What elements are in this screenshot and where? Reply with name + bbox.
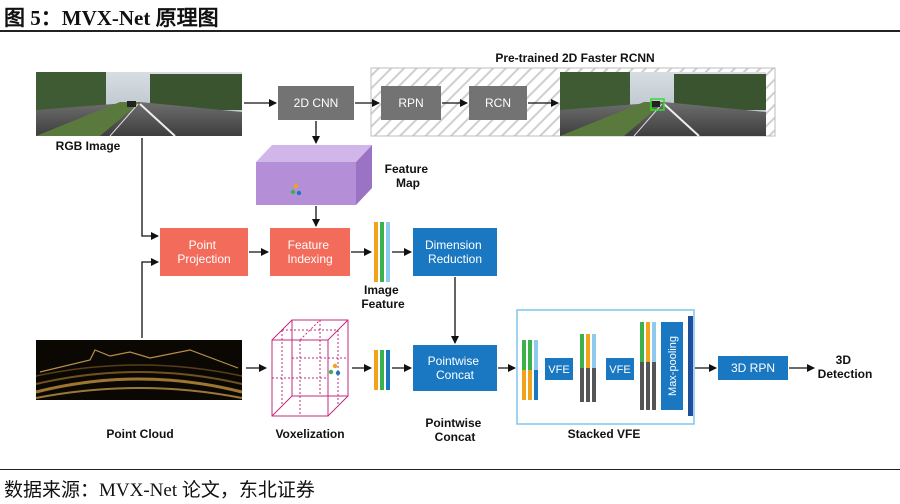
- point-projection-label: Point Projection: [177, 238, 230, 266]
- rgb-image-label: RGB Image: [56, 139, 121, 153]
- page-title: 图 5：MVX-Net 原理图: [4, 6, 219, 30]
- dimension-reduction-label: Dimension Reduction: [425, 238, 485, 266]
- image-feature-bars: [374, 222, 390, 282]
- detection-bounding-box: [650, 98, 665, 111]
- voxel-points: [328, 363, 341, 376]
- cnn-2d-label: 2D CNN: [294, 96, 339, 110]
- feature-indexing-label: Feature Indexing: [287, 238, 332, 266]
- point-projection-box: [160, 228, 248, 276]
- max-pooling-output-bar: [688, 316, 693, 416]
- voxel-grid: [271, 319, 349, 417]
- feature-map-label: Feature Map: [385, 162, 432, 190]
- point-cloud-image: [35, 340, 243, 400]
- vfe-box-1: [545, 358, 573, 380]
- vfe-label-1: VFE: [548, 364, 569, 376]
- vfe-stage1-bars: [522, 340, 538, 400]
- rgb-image: [36, 72, 242, 137]
- voxelization-label: Voxelization: [275, 427, 344, 441]
- rcn-label: RCN: [485, 96, 511, 110]
- vfe-box-2: [606, 358, 634, 380]
- pointwise-concat-box: [413, 345, 497, 391]
- max-pooling-box: [661, 322, 683, 410]
- voxel-feature-bars: [374, 350, 390, 390]
- source-footnote: 数据来源：MVX-Net 论文，东北证券: [4, 480, 315, 501]
- point-cloud-label: Point Cloud: [106, 427, 173, 441]
- stacked-vfe-label: Stacked VFE: [568, 427, 641, 441]
- footer-divider: [0, 469, 900, 470]
- rpn-label: RPN: [398, 96, 423, 110]
- rcn-box: [469, 86, 527, 120]
- pointwise-concat-caption: Pointwise Concat: [425, 416, 484, 444]
- image-feature-label: Image Feature: [361, 283, 405, 311]
- rpn-3d-label: 3D RPN: [731, 361, 775, 375]
- vfe-label-2: VFE: [609, 364, 630, 376]
- detection-3d-label: 3D Detection: [818, 353, 873, 381]
- cnn-2d-box: [278, 86, 354, 120]
- vfe-stage2-bars: [580, 334, 596, 402]
- maxpool-stage-bars: [640, 322, 656, 410]
- rpn-box: [381, 86, 441, 120]
- pretrained-faster-rcnn-label: Pre-trained 2D Faster RCNN: [495, 51, 654, 65]
- pointwise-concat-box-label: Pointwise Concat: [428, 354, 483, 382]
- feature-indexing-box: [270, 228, 350, 276]
- rpn-3d-box: [718, 356, 788, 380]
- max-pooling-label: Max-pooling: [667, 336, 679, 396]
- detection-output-image: [560, 72, 766, 137]
- title-divider: [0, 30, 900, 32]
- feature-map-block: [256, 145, 372, 205]
- dimension-reduction-box: [413, 228, 497, 276]
- flow-arrows: [141, 99, 815, 372]
